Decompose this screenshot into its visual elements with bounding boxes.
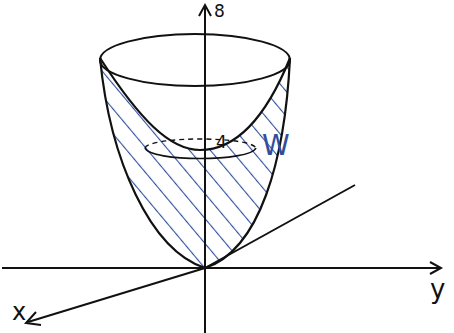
level-ellipse [145, 139, 256, 148]
axis-name: y [430, 276, 445, 302]
y-axis [2, 267, 440, 269]
axis-name: x [12, 300, 26, 324]
axis-arrow [199, 5, 211, 16]
axis-arrow [430, 262, 441, 274]
x-axis [28, 268, 205, 322]
hatched-region [90, 50, 300, 275]
outer-surface [100, 58, 290, 268]
inner-surface [100, 58, 290, 150]
top-rim [100, 34, 290, 86]
z-axis [204, 6, 206, 333]
level-ellipse [145, 148, 256, 159]
region-name: W [262, 132, 290, 160]
axis-tick-value: 8 [214, 3, 225, 20]
axis-arrow [26, 312, 41, 325]
axis-tick-value: 4 [216, 134, 227, 151]
